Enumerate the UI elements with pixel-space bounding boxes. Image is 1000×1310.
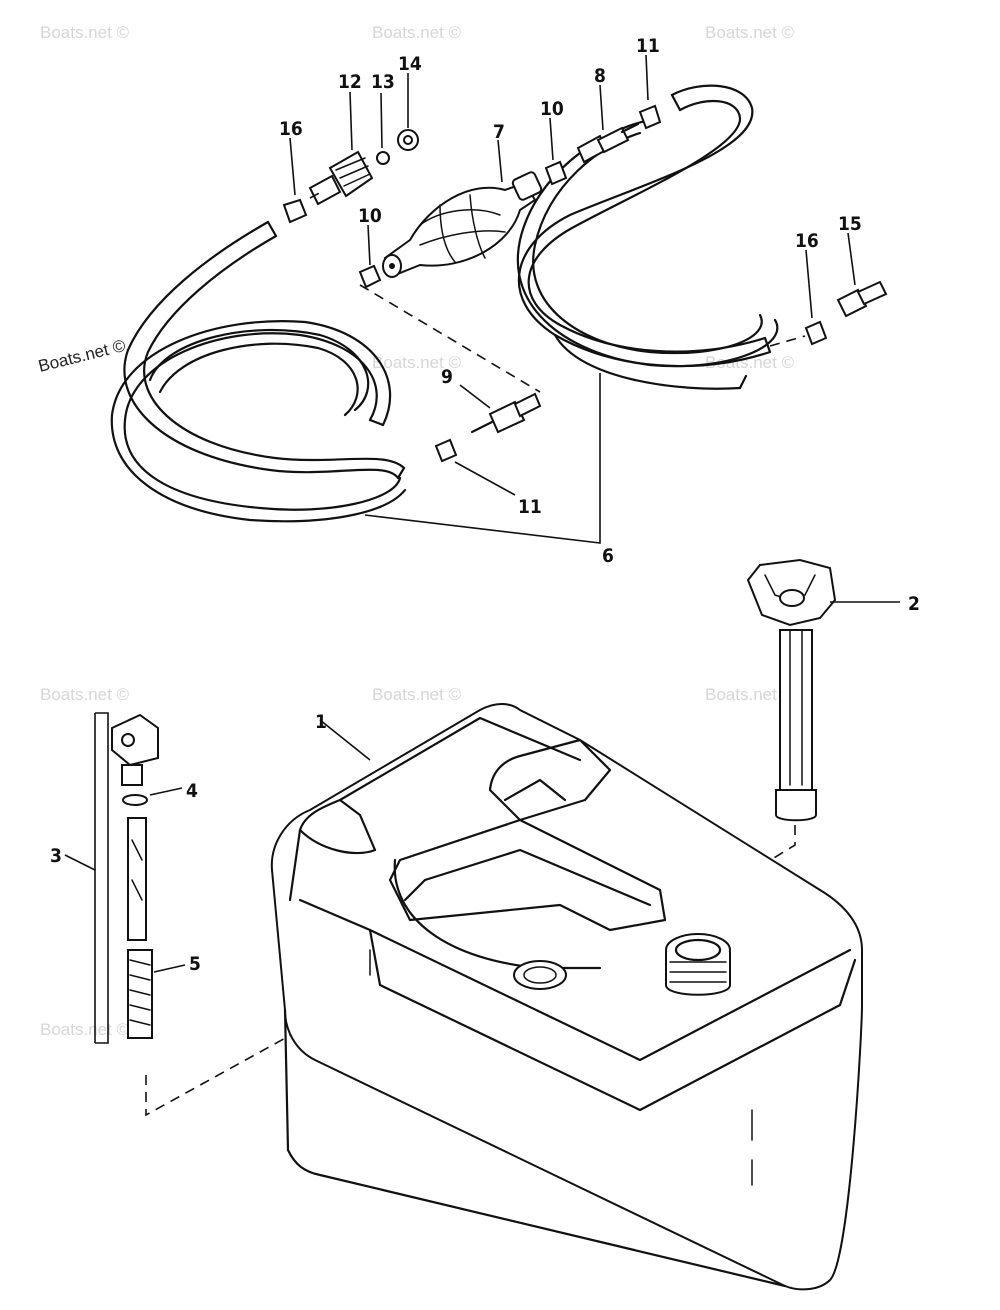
fuel-gauge (704, 558, 837, 901)
callout-label-12: 12 (338, 71, 362, 93)
primer-bulb (382, 171, 543, 278)
callout-label-2: 2 (908, 593, 920, 615)
callout-label-10-upper: 10 (540, 98, 564, 120)
callout-label-16-left: 16 (279, 118, 303, 140)
fuel-hose-left (110, 220, 407, 523)
watermark: Boats.net © (36, 336, 127, 376)
callout-label-8: 8 (594, 65, 606, 87)
callout-label-13: 13 (371, 71, 395, 93)
callout-label-16-right: 16 (795, 230, 819, 252)
watermark: Boats.net © (40, 685, 130, 704)
watermark: Boats.net © (40, 1020, 130, 1039)
callout-labels: 1 2 3 4 5 6 7 8 9 10 10 11 11 12 13 14 1… (50, 35, 920, 975)
callout-label-11-upper: 11 (636, 35, 660, 57)
watermark: Boats.net © (372, 685, 462, 704)
hose-fittings (470, 122, 888, 434)
watermark: Boats.net © (705, 685, 795, 704)
tank-connector (308, 129, 419, 206)
connection-lines-upper (309, 189, 806, 393)
hose-clamps (282, 104, 828, 463)
callout-label-14: 14 (398, 53, 422, 75)
callout-label-11-lower: 11 (518, 496, 542, 518)
watermark: Boats.net © (372, 23, 462, 42)
fuel-tank (270, 703, 863, 1291)
watermark: Boats.net © (705, 23, 795, 42)
callout-label-10-lower: 10 (358, 205, 382, 227)
callout-label-7: 7 (493, 121, 505, 143)
callout-label-6: 6 (602, 545, 614, 567)
callout-label-4: 4 (186, 780, 198, 802)
callout-label-3: 3 (50, 845, 62, 867)
fuel-pickup (94, 712, 541, 1117)
watermark: Boats.net © (705, 353, 795, 372)
callout-label-1: 1 (315, 711, 327, 733)
callout-leaders (64, 54, 900, 973)
callout-label-9: 9 (441, 366, 453, 388)
callout-label-5: 5 (189, 953, 201, 975)
watermark: Boats.net © (40, 23, 130, 42)
watermark: Boats.net © (372, 353, 462, 372)
fuel-hose-right (516, 84, 779, 390)
callout-label-15: 15 (838, 213, 862, 235)
